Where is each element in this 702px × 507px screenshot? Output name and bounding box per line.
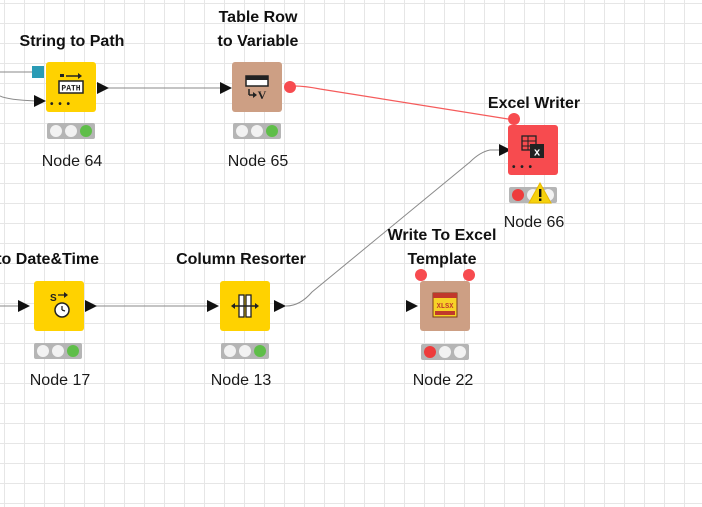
column-resort-icon	[231, 294, 259, 318]
status-light-green-on	[80, 125, 92, 137]
status-light-yellow-off	[239, 345, 251, 357]
connection-13-to-66[interactable]	[285, 149, 500, 307]
node-icon[interactable]: V	[232, 62, 282, 112]
status-light-red-off	[37, 345, 49, 357]
node-table-row-to-variable[interactable]: Table Row to Variable V Node 65	[188, 6, 328, 170]
node-title-line: Write To Excel	[387, 227, 497, 244]
status-light-red-off	[236, 125, 248, 137]
node-icon[interactable]: S	[34, 281, 84, 331]
node-title: Write To Excel Template	[372, 224, 512, 272]
node-title: g to Date&Time	[0, 248, 122, 272]
status-light-red-off	[50, 125, 62, 137]
node-menu-dots[interactable]: • • •	[50, 99, 72, 110]
path-icon: PATH	[58, 73, 84, 94]
node-label[interactable]: Node 65	[227, 153, 289, 170]
data-output-port[interactable]	[97, 82, 109, 94]
data-input-port[interactable]	[34, 95, 46, 107]
svg-text:x: x	[534, 147, 541, 159]
node-title: String to Path	[2, 30, 142, 54]
node-title-line: Template	[407, 251, 477, 268]
node-title-line: Column Resorter	[176, 251, 306, 268]
status-light-yellow-off	[439, 346, 451, 358]
node-title-line: Excel Writer	[487, 95, 581, 112]
clock-icon: S	[50, 292, 70, 318]
data-output-port[interactable]	[274, 300, 286, 312]
node-title-line: g to Date&Time	[0, 251, 100, 268]
data-input-port[interactable]	[18, 300, 30, 312]
data-input-port[interactable]	[207, 300, 219, 312]
node-string-to-datetime[interactable]: g to Date&Time S Node 17	[0, 248, 126, 408]
flow-variable-input-port[interactable]	[508, 113, 520, 125]
status-light-green-on	[266, 125, 278, 137]
status-light-red-off	[224, 345, 236, 357]
svg-text:S: S	[50, 293, 57, 304]
node-icon[interactable]	[220, 281, 270, 331]
svg-text:XLSX: XLSX	[437, 303, 455, 311]
flow-variable-output-port[interactable]	[284, 81, 296, 93]
node-label[interactable]: Node 66	[503, 214, 565, 231]
svg-text:V: V	[258, 88, 267, 102]
node-icon[interactable]: XLSX	[420, 281, 470, 331]
node-label[interactable]: Node 22	[412, 372, 474, 389]
status-light-green-on	[67, 345, 79, 357]
data-input-port[interactable]	[220, 82, 232, 94]
node-status-traffic-light	[233, 123, 281, 139]
xlsx-template-icon: XLSX	[432, 292, 458, 318]
node-label[interactable]: Node 64	[41, 153, 103, 170]
node-status-traffic-light	[421, 344, 469, 360]
node-title-line: to Variable	[217, 33, 299, 50]
table-row-variable-icon: V	[245, 75, 269, 102]
flow-variable-input-port[interactable]	[415, 269, 427, 281]
flow-variable-input-port[interactable]	[463, 269, 475, 281]
data-output-port[interactable]	[85, 300, 97, 312]
data-input-port[interactable]	[406, 300, 418, 312]
node-label[interactable]: Node 17	[29, 372, 91, 389]
variable-connection-65-to-66[interactable]	[293, 85, 509, 120]
model-input-port[interactable]	[32, 66, 44, 78]
node-excel-writer[interactable]: Excel Writer x • • • Node 66	[464, 92, 604, 252]
node-column-resorter[interactable]: Column Resorter Node 13	[171, 248, 311, 408]
node-icon[interactable]: x • • •	[508, 125, 558, 175]
node-icon[interactable]: PATH • • •	[46, 62, 96, 112]
node-title-line: Table Row	[218, 9, 298, 26]
node-title-line: String to Path	[19, 33, 125, 50]
node-label[interactable]: Node 13	[210, 372, 272, 389]
warning-icon[interactable]	[528, 182, 552, 204]
node-write-to-excel-template[interactable]: Write To Excel Template XLSX Node 22	[372, 224, 512, 389]
data-input-port[interactable]	[499, 144, 511, 156]
node-status-traffic-light	[221, 343, 269, 359]
excel-icon: x	[521, 135, 544, 159]
node-title: Excel Writer	[464, 92, 604, 116]
node-menu-dots[interactable]: • • •	[512, 162, 534, 173]
node-status-traffic-light	[34, 343, 82, 359]
node-status-traffic-light	[47, 123, 95, 139]
svg-text:PATH: PATH	[61, 85, 80, 94]
status-light-green-on	[254, 345, 266, 357]
status-light-red-on	[424, 346, 436, 358]
status-light-yellow-off	[65, 125, 77, 137]
node-title: Table Row to Variable	[188, 6, 328, 54]
status-light-red-on	[512, 189, 524, 201]
node-string-to-path[interactable]: String to Path PATH • • • Node 64	[2, 30, 142, 190]
connection-incoming-bottom[interactable]	[0, 95, 37, 102]
node-title: Column Resorter	[171, 248, 311, 272]
status-light-green-off	[454, 346, 466, 358]
status-light-yellow-off	[52, 345, 64, 357]
status-light-yellow-off	[251, 125, 263, 137]
